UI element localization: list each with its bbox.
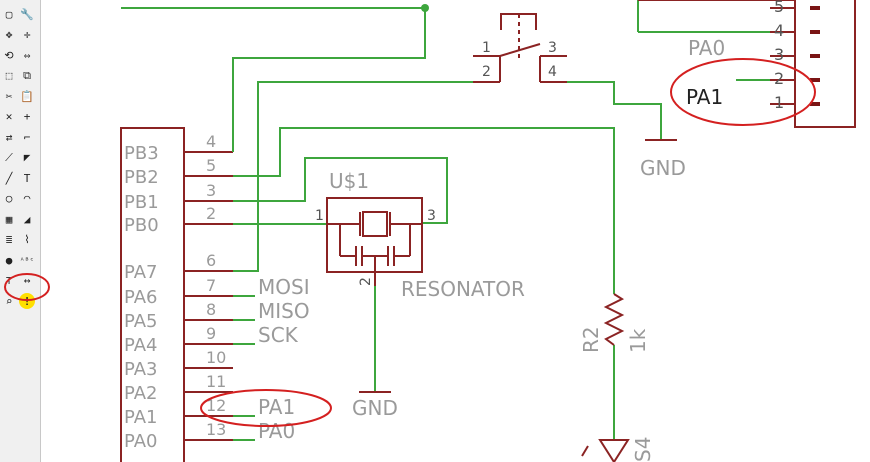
arc-icon[interactable]: ◠ bbox=[23, 192, 31, 205]
pin-number: 7 bbox=[206, 276, 216, 295]
pin-name: PA5 bbox=[124, 311, 157, 332]
resistor-symbol bbox=[603, 293, 625, 346]
pin-name: PB2 bbox=[124, 167, 159, 188]
pin-number: 2 bbox=[206, 204, 216, 223]
pin-number: 3 bbox=[206, 181, 216, 200]
connector-pin-number: 2 bbox=[774, 69, 784, 88]
group-icon[interactable]: ⬚ bbox=[5, 69, 13, 82]
switch-pin-1: 1 bbox=[482, 40, 491, 56]
tool-palette: ▢🔧✥✛⟲⇔⬚⧉✂📋✕+⇄⌐⟋◤╱T○◠▦◢≣⌇●ᴬᴮᶜ⊤↔⌕! bbox=[0, 0, 41, 462]
connector-pin-number: 3 bbox=[774, 45, 784, 64]
wires bbox=[121, 0, 795, 441]
pin-name: PB1 bbox=[124, 192, 159, 213]
resonator-pin-1: 1 bbox=[315, 208, 324, 224]
rotate-icon[interactable]: ⟲ bbox=[4, 48, 14, 62]
pin-number: 10 bbox=[206, 348, 226, 367]
pin-number: 8 bbox=[206, 300, 216, 319]
rect-icon[interactable]: ▦ bbox=[5, 212, 13, 226]
connector-pin-mark bbox=[810, 102, 820, 106]
resistor-value: 1k bbox=[626, 328, 650, 353]
net-label-sck: SCK bbox=[258, 323, 299, 347]
paste-icon[interactable]: 📋 bbox=[20, 89, 34, 103]
connector-pa0-label: PA0 bbox=[688, 36, 725, 60]
miter-icon[interactable]: ⌐ bbox=[23, 130, 31, 144]
switch-pin-2: 2 bbox=[482, 64, 491, 80]
net-icon[interactable]: ⌇ bbox=[24, 233, 30, 246]
pin-name: PA0 bbox=[124, 431, 157, 452]
text-icon[interactable]: T bbox=[23, 171, 31, 185]
mirror-icon[interactable]: ⇔ bbox=[23, 48, 31, 62]
pin-name: PA4 bbox=[124, 335, 157, 356]
split-icon[interactable]: ⟋ bbox=[5, 150, 13, 164]
pin-number: 5 bbox=[206, 156, 216, 175]
connector-pin-mark bbox=[810, 30, 820, 34]
resonator-pin-2: 2 bbox=[358, 277, 374, 286]
connector-pin-mark bbox=[810, 54, 820, 58]
label-icon[interactable]: ᴬᴮᶜ bbox=[19, 255, 35, 265]
pin-icon[interactable]: ✛ bbox=[23, 28, 31, 41]
resonator-name: U$1 bbox=[329, 169, 369, 193]
pin-name: PB3 bbox=[124, 143, 159, 164]
pin-name: PA6 bbox=[124, 287, 157, 308]
connector-pin-number: 4 bbox=[774, 21, 784, 40]
microcontroller-symbol bbox=[120, 127, 185, 462]
gnd-symbol bbox=[359, 139, 677, 393]
connector-pin-number: 5 bbox=[774, 0, 784, 16]
smash-icon[interactable]: ◤ bbox=[23, 151, 31, 164]
bus-icon[interactable]: ≣ bbox=[5, 233, 13, 246]
connector-pin-number: 1 bbox=[774, 93, 784, 112]
connector-symbol bbox=[638, 0, 856, 128]
pin-number: 12 bbox=[206, 396, 226, 415]
pin-number: 13 bbox=[206, 420, 226, 439]
pin-name: PA2 bbox=[124, 383, 157, 404]
junction-icon[interactable]: ● bbox=[5, 253, 13, 267]
net-label-pa0: PA0 bbox=[258, 419, 295, 443]
resonator-value: RESONATOR bbox=[401, 277, 525, 301]
led-name: S4 bbox=[631, 437, 655, 462]
layer-icon[interactable]: ▢ bbox=[5, 7, 13, 21]
led-symbol bbox=[581, 439, 630, 462]
delete-icon[interactable]: ✕ bbox=[5, 110, 13, 123]
gnd-label: GND bbox=[640, 156, 686, 180]
cut-icon[interactable]: ✂ bbox=[5, 89, 13, 103]
resonator-symbol bbox=[326, 197, 423, 286]
pin-name: PB0 bbox=[124, 215, 159, 236]
highlight-annotations bbox=[4, 58, 816, 427]
replace-icon[interactable]: ⇄ bbox=[5, 130, 13, 144]
copy-icon[interactable]: ⧉ bbox=[23, 68, 31, 82]
pin-number: 9 bbox=[206, 324, 216, 343]
add-icon[interactable]: + bbox=[23, 110, 31, 123]
net-label-pa1: PA1 bbox=[258, 395, 295, 419]
pin-number: 4 bbox=[206, 132, 216, 151]
pin-name: PA7 bbox=[124, 262, 157, 283]
resistor-name: R2 bbox=[579, 326, 603, 353]
erc-icon[interactable]: ⌕ bbox=[5, 294, 13, 308]
connector-pins: 5 4 3 2 1 bbox=[770, 0, 820, 112]
pin-number: 11 bbox=[206, 372, 226, 391]
canvas-margin bbox=[41, 0, 121, 462]
switch-pin-4: 4 bbox=[548, 64, 557, 80]
dimension-icon[interactable]: ↔ bbox=[23, 274, 31, 287]
move-icon[interactable]: ✥ bbox=[5, 28, 13, 41]
switch-pin-3: 3 bbox=[548, 40, 557, 56]
connector-pa1-label: PA1 bbox=[686, 85, 723, 109]
net-junction bbox=[421, 4, 429, 12]
polygon-icon[interactable]: ◢ bbox=[23, 212, 31, 226]
switch-symbol bbox=[473, 13, 567, 83]
connector-pin-mark bbox=[810, 78, 820, 82]
connector-pin-mark bbox=[810, 6, 820, 10]
pin-number: 6 bbox=[206, 251, 216, 270]
circle-icon[interactable]: ○ bbox=[5, 192, 13, 205]
wire-icon[interactable]: ╱ bbox=[5, 171, 13, 185]
resonator-pin-3: 3 bbox=[427, 208, 436, 224]
pin-name: PA1 bbox=[124, 407, 157, 428]
pin-name: PA3 bbox=[124, 359, 157, 380]
gnd-label: GND bbox=[352, 396, 398, 420]
net-label-miso: MISO bbox=[258, 299, 310, 323]
wrench-icon[interactable]: 🔧 bbox=[20, 7, 34, 21]
net-label-mosi: MOSI bbox=[258, 275, 310, 299]
